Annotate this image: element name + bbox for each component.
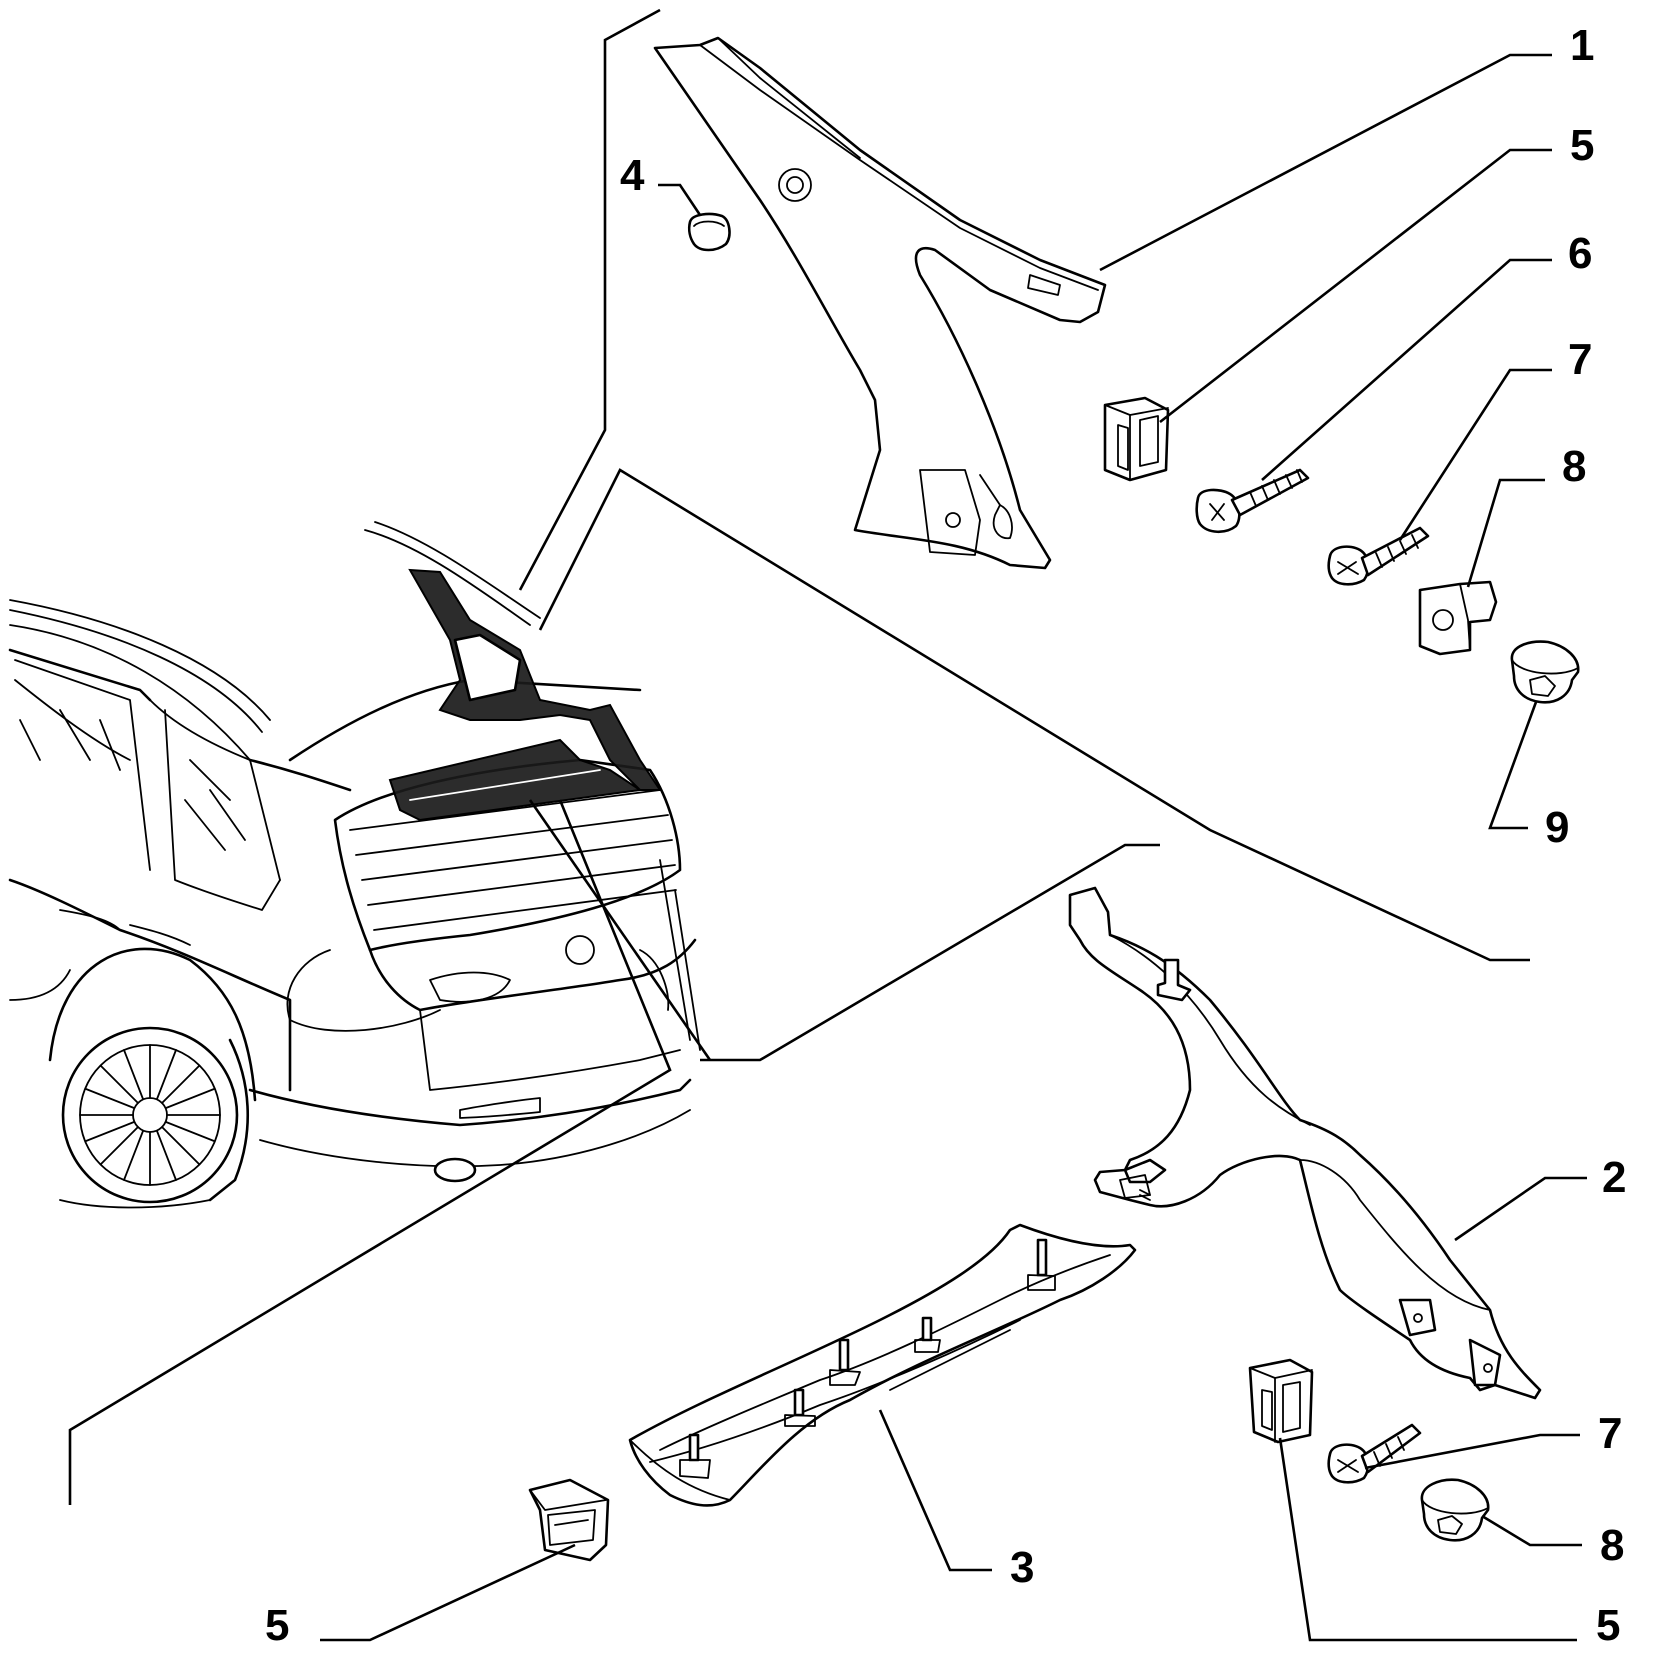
callout-4: 4 — [620, 151, 645, 200]
part-2-lower-pillar-trim — [1068, 886, 1542, 1400]
car-rear-view — [8, 521, 701, 1209]
callout-5-lower-left: 5 — [265, 1601, 289, 1650]
part-8-clip-upper — [1418, 580, 1498, 656]
callout-7-lower: 7 — [1598, 1409, 1622, 1458]
part-3-tailgate-trim — [628, 1223, 1137, 1507]
callout-5-lower-right: 5 — [1596, 1601, 1620, 1650]
part-8-nut-lower — [1420, 1478, 1490, 1542]
part-7-screw-lower — [1327, 1423, 1422, 1484]
callout-9: 9 — [1545, 803, 1569, 852]
grouping-lines — [68, 8, 1530, 1505]
callout-7-upper: 7 — [1568, 335, 1592, 384]
part-5-clip-upper — [1103, 396, 1170, 482]
callout-5-upper: 5 — [1570, 121, 1594, 170]
part-1-upper-pillar-trim — [653, 36, 1107, 570]
callout-1: 1 — [1570, 21, 1594, 70]
callout-8-lower: 8 — [1600, 1521, 1624, 1570]
leader-lines — [320, 53, 1587, 1642]
part-5-clip-lower-right — [1248, 1358, 1314, 1444]
part-6-screw — [1195, 468, 1310, 534]
callout-3: 3 — [1010, 1543, 1034, 1592]
trim-pins — [679, 1238, 1056, 1479]
part-5-clip-lower-left — [528, 1478, 610, 1562]
part-7-screw-upper — [1327, 526, 1430, 586]
callout-6: 6 — [1568, 229, 1592, 278]
callout-labels: 1 5 6 7 8 4 9 2 7 8 3 5 5 — [265, 21, 1626, 1650]
wheel-spokes — [79, 1044, 221, 1186]
part-4-plug — [687, 212, 731, 252]
callout-8-upper: 8 — [1562, 442, 1586, 491]
part-9-spacer-nut — [1510, 640, 1580, 704]
callout-2: 2 — [1602, 1153, 1626, 1202]
